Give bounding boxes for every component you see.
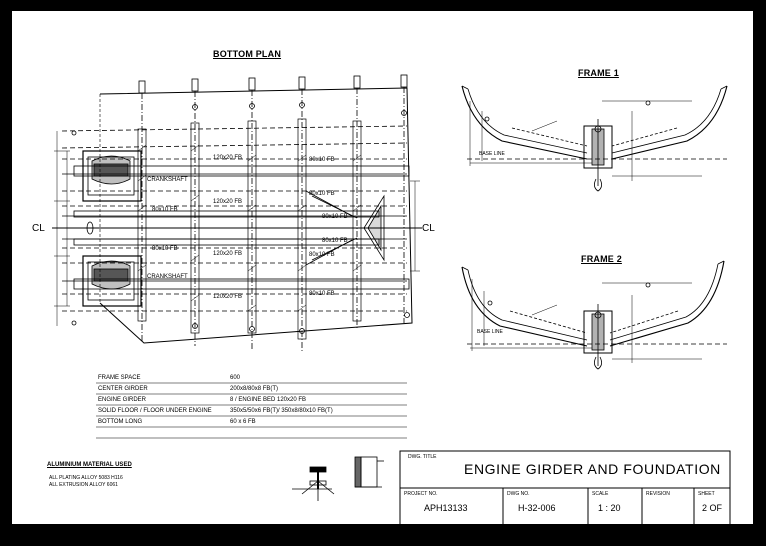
dwg-no-label: DWG NO.	[507, 491, 530, 497]
project-no: APH13133	[424, 503, 468, 513]
frame2-title: FRAME 2	[581, 254, 622, 264]
section-details	[292, 456, 384, 501]
plan-label: 120x20 FB	[213, 199, 243, 205]
spec-item: SOLID FLOOR / FLOOR UNDER ENGINE	[98, 408, 212, 414]
frame1-base-line-label: BASE LINE	[479, 151, 505, 157]
spec-item: ENGINE GIRDER	[98, 397, 147, 403]
plan-label: 80x10 FB	[309, 191, 335, 197]
drawing-title: ENGINE GIRDER AND FOUNDATION	[464, 461, 721, 477]
centerline-right-label: CL	[422, 223, 435, 234]
frame2-base-line-label: BASE LINE	[477, 329, 503, 335]
plan-label: 120x20 FB	[213, 294, 243, 300]
scale-value: 1 : 20	[598, 503, 621, 513]
dwg-title-label: DWG. TITLE	[408, 454, 437, 460]
frame2-drawing	[461, 260, 727, 370]
plan-label: 80x10 FB	[309, 291, 335, 297]
centerline-left-label: CL	[32, 223, 45, 234]
frame1-drawing	[461, 85, 728, 192]
plan-label: 80x10 FB	[322, 238, 348, 244]
plan-label: 80x10 FB	[322, 214, 348, 220]
plan-label: 120x20 FB	[213, 155, 243, 161]
spec-value: 60 x 6 FB	[230, 419, 256, 425]
scale-label: SCALE	[592, 491, 609, 497]
spec-table-lines	[96, 382, 407, 439]
title-block-frame	[399, 450, 731, 524]
spec-value: 600	[230, 375, 241, 381]
plan-label: 120x20 FB	[213, 251, 243, 257]
plan-label: 80x10 FB	[152, 246, 178, 252]
plan-label: CRANKSHAFT	[147, 274, 188, 280]
spec-item: FRAME SPACE	[98, 375, 141, 381]
material-note-title: ALUMINIUM MATERIAL USED	[47, 462, 132, 468]
plan-label: 80x10 FB	[152, 207, 178, 213]
plan-label: 80x10 FB	[309, 252, 335, 258]
dwg-no: H-32-006	[518, 503, 556, 513]
drawing-sheet: BOTTOM PLAN	[12, 11, 753, 524]
sheet-value: 2 OF	[702, 503, 723, 513]
plan-label: 80x10 FB	[309, 157, 335, 163]
spec-item: CENTER GIRDER	[98, 386, 148, 392]
frame1-title: FRAME 1	[578, 68, 619, 78]
project-no-label: PROJECT NO.	[404, 491, 438, 497]
material-note-line: ALL EXTRUSION ALLOY 6061	[49, 482, 118, 488]
revision-label: REVISION	[646, 491, 670, 497]
bottom-plan-title: BOTTOM PLAN	[213, 49, 282, 59]
spec-item: BOTTOM LONG	[98, 419, 143, 425]
bottom-plan-drawing	[52, 74, 422, 351]
material-note-line: ALL PLATING ALLOY 5083 H116	[49, 475, 123, 481]
spec-value: 200x8/80x8 FB(T)	[230, 386, 279, 392]
plan-label: CRANKSHAFT	[147, 177, 188, 183]
spec-value: 8 / ENGINE BED 120x20 FB	[230, 397, 307, 403]
spec-value: 350x5/50x6 FB(T)/ 350x8/80x10 FB(T)	[230, 408, 333, 414]
sheet-label: SHEET	[698, 491, 715, 497]
